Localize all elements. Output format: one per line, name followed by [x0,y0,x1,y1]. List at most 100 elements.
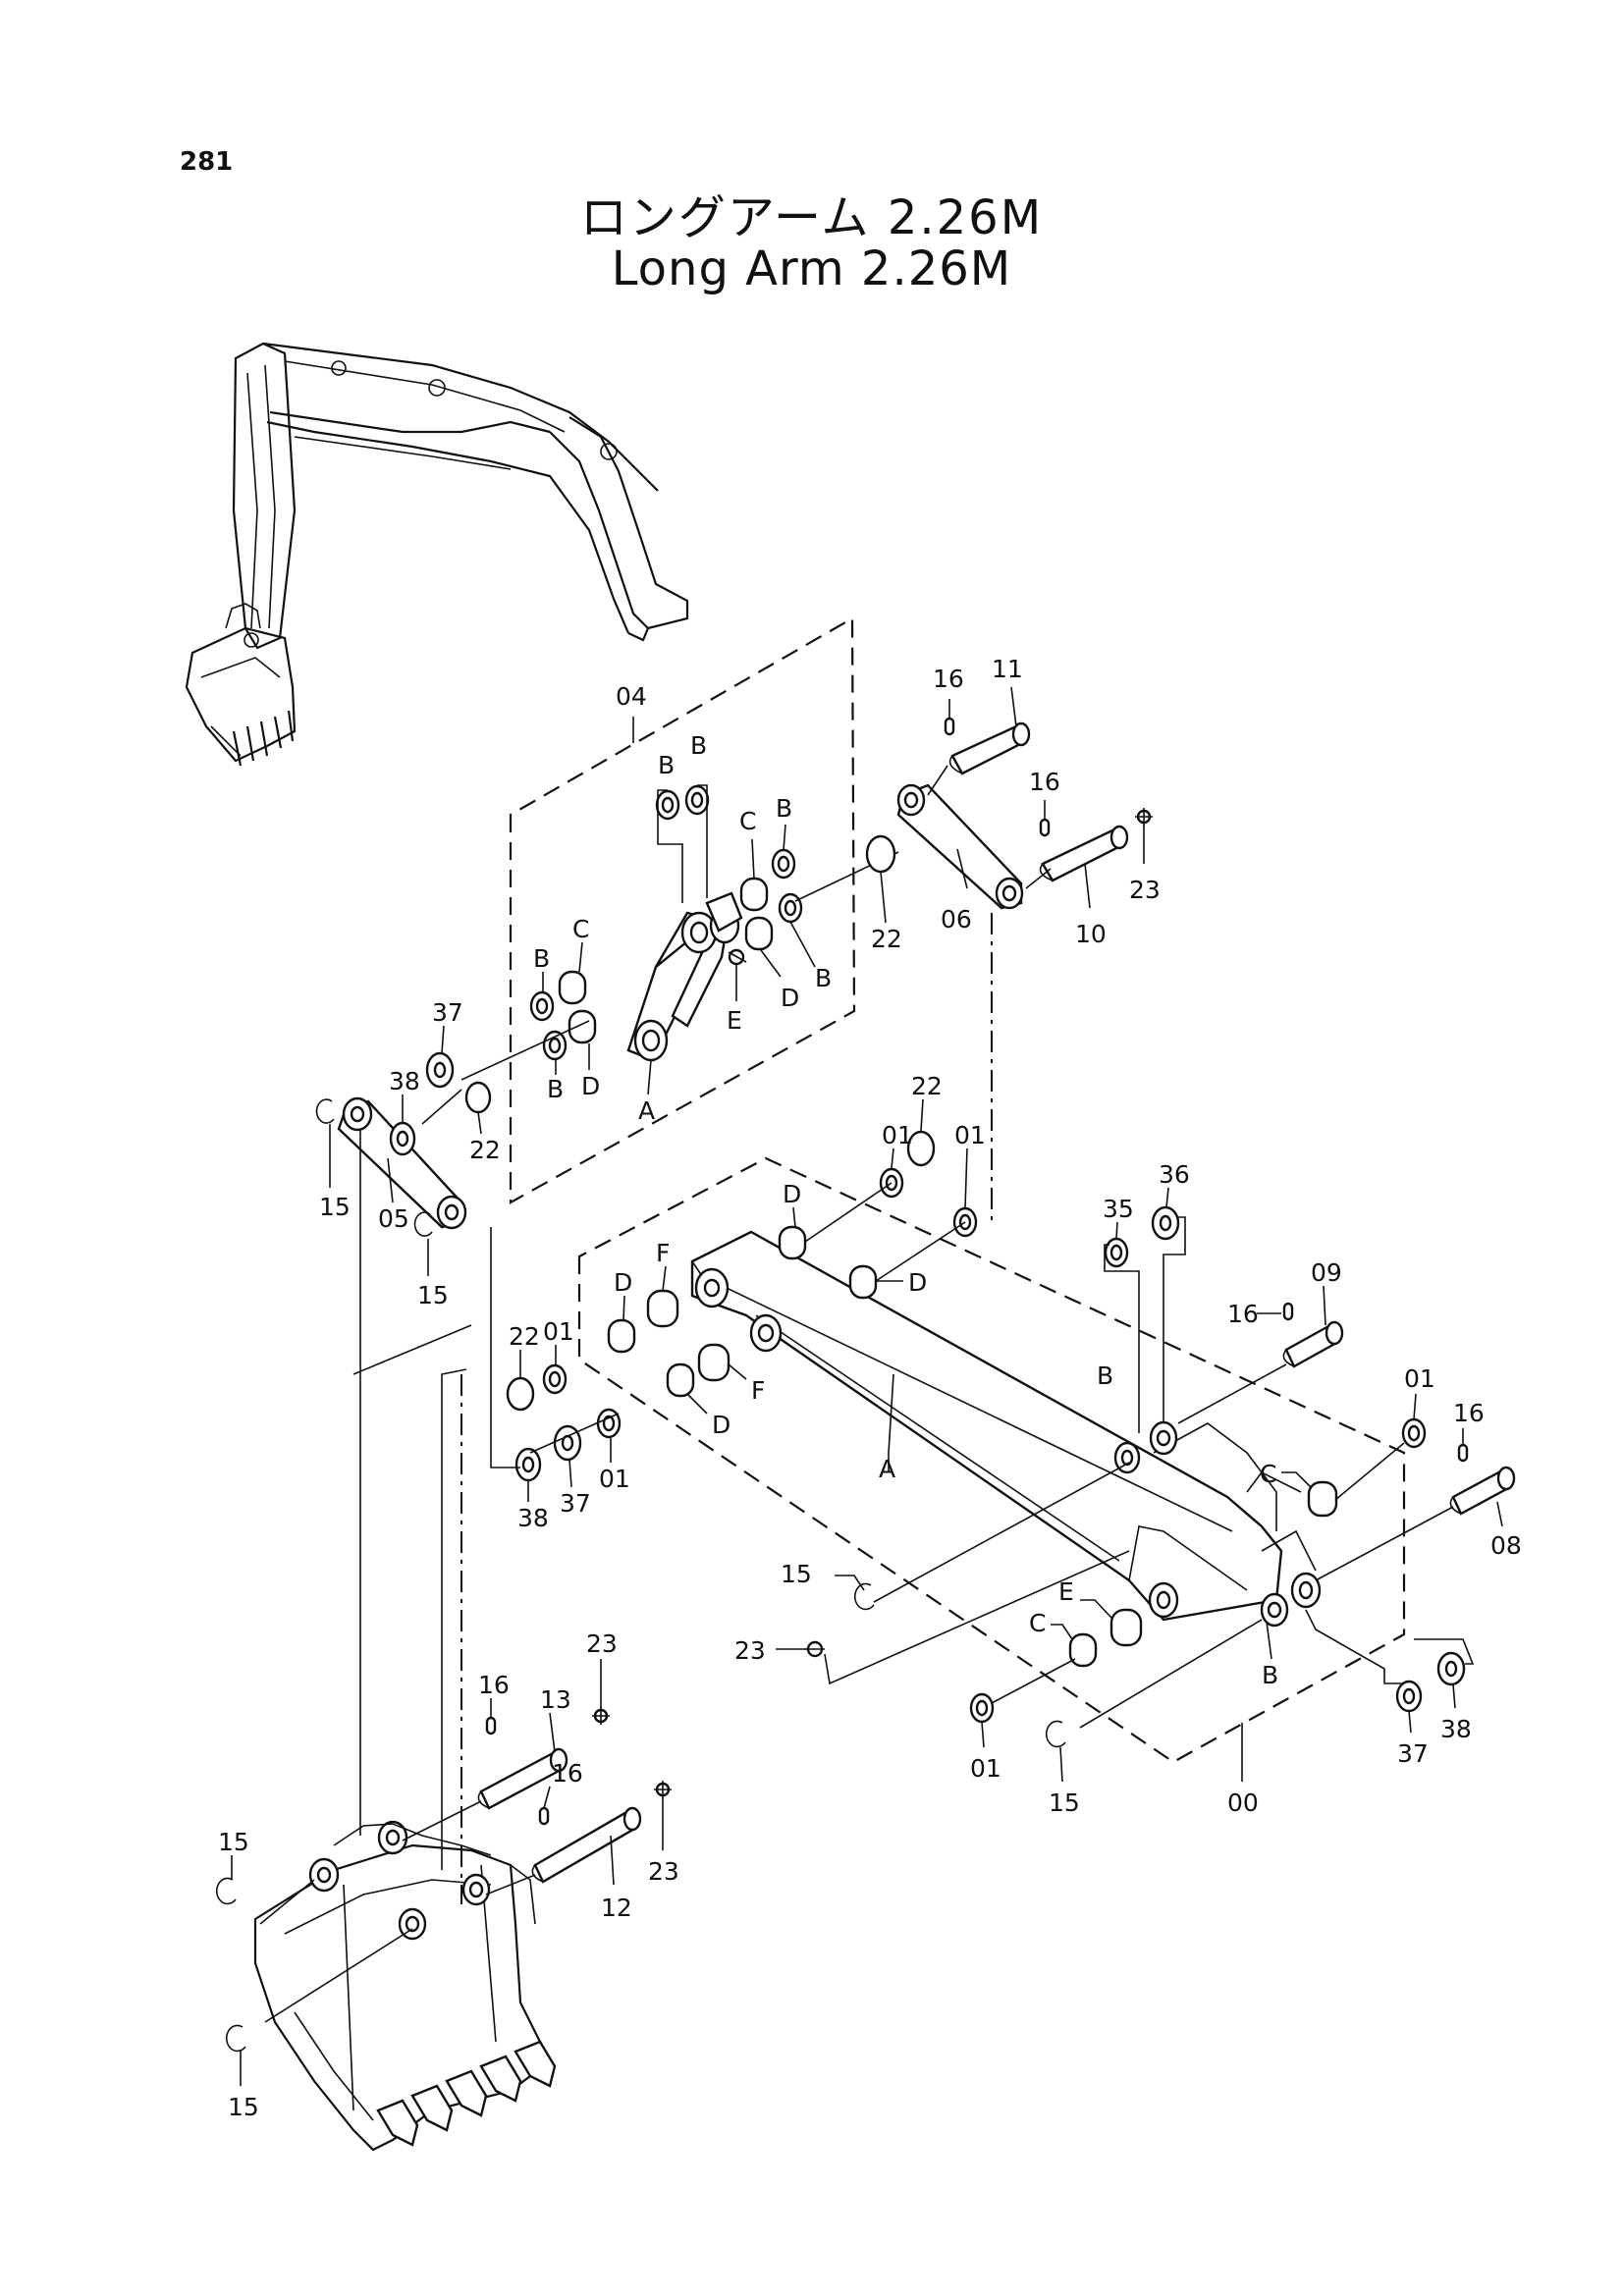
title-japanese: ロングアーム 2.26M [579,190,1044,245]
link-assembly-frame [509,616,856,1204]
callout-00: 00 [1227,1789,1259,1817]
callout-06: 06 [941,905,972,934]
callout-01-c: 01 [543,1317,574,1346]
link-04-assembly [460,784,899,1095]
callout-16-pin10: 16 [1029,768,1060,796]
callout-01-bottom: 01 [970,1754,1001,1783]
callout-e-1: E [727,1006,742,1035]
callout-d-2: D [581,1072,600,1100]
callout-01-a: 01 [882,1121,913,1149]
pin-13 [402,1659,610,1842]
bushing-d-4 [666,1362,695,1398]
callout-d-4: D [908,1268,927,1297]
callout-38-mid: 38 [517,1504,549,1532]
callout-labels: 16 11 16 23 10 06 22 04 B B C B B D E C … [218,655,1522,2121]
callout-e-bottom: E [1058,1577,1074,1606]
pin-09 [1177,1285,1344,1424]
bushing-d-2 [848,1264,878,1300]
bushing-d-3 [607,1318,636,1354]
callout-15-b: 15 [417,1281,449,1309]
callout-f-2: F [751,1376,765,1405]
washer-22-left [464,1081,492,1114]
arm-assembly-frame [577,1156,1406,1764]
callout-c-right: C [1260,1460,1276,1488]
callout-d-1: D [781,984,799,1012]
callout-35: 35 [1103,1195,1134,1223]
bushing-c-bottom [1068,1632,1098,1668]
callout-15-bucket-b: 15 [228,2093,259,2121]
callout-a-arm: A [879,1455,895,1483]
callout-16-pin08: 16 [1453,1399,1485,1427]
bucket-illustration [253,1820,557,2152]
callout-04: 04 [616,682,647,711]
callout-15-d: 15 [1049,1789,1080,1817]
snap-ring-15-b [413,1211,433,1237]
callout-05: 05 [378,1204,409,1233]
callout-16-pin13: 16 [478,1671,510,1699]
callout-38-right: 38 [1440,1715,1472,1743]
washer-22-center [906,1130,936,1167]
callout-37-mid: 37 [560,1489,591,1518]
bushing-f-1 [646,1289,679,1328]
callout-37-top: 37 [432,998,463,1027]
callout-15-bucket-a: 15 [218,1828,249,1856]
callout-22-left: 22 [469,1136,501,1164]
callout-36: 36 [1159,1160,1190,1189]
callout-23-pin12: 23 [648,1857,679,1886]
bushing-d-1 [778,1225,807,1260]
callout-16-pin12: 16 [552,1759,583,1788]
callout-38-top: 38 [389,1067,420,1095]
callout-01-right: 01 [1404,1364,1435,1393]
callout-b-6: B [547,1075,564,1103]
callout-d-5: D [614,1268,632,1297]
callout-01-d: 01 [599,1465,630,1493]
callout-c-1: C [739,807,756,835]
callout-12: 12 [601,1894,632,1922]
arm-00-body [690,1230,1322,1628]
callout-13: 13 [540,1685,571,1714]
callout-f-1: F [656,1239,670,1267]
callout-22-mid: 22 [509,1322,540,1351]
callout-b-3: B [776,794,792,823]
pin-10 [1025,800,1153,909]
callout-23-pin10: 23 [1129,876,1161,904]
bushing-f-2 [697,1343,730,1382]
callout-15-c: 15 [781,1560,812,1588]
callout-09: 09 [1311,1258,1342,1287]
callout-d-3: D [783,1180,801,1208]
callout-10: 10 [1075,920,1107,948]
callout-22-center: 22 [911,1072,943,1100]
callout-c-2: C [572,915,589,943]
callout-01-b: 01 [954,1121,986,1149]
callout-c-bottom: C [1029,1609,1046,1637]
page-number: 281 [180,147,234,177]
callout-16-pin11: 16 [933,665,964,693]
callout-d-6: D [712,1411,730,1439]
snap-ring-15-a [315,1098,335,1124]
snap-ring-15-bucket-b [225,2024,246,2053]
callout-23-arm: 23 [734,1636,766,1665]
callout-b-2: B [690,731,707,760]
callout-37-right: 37 [1397,1739,1429,1768]
callout-22-top: 22 [871,925,902,953]
pin-08 [1315,1428,1516,1581]
bushing-e-bottom [1109,1608,1143,1647]
snap-ring-15-d [1045,1720,1066,1748]
washer-22-mid [506,1376,535,1412]
snap-ring-15-bucket-a [215,1877,237,1905]
snap-ring-15-c [853,1582,875,1611]
callout-b-bottom: B [1262,1661,1278,1689]
pin-11 [927,686,1031,796]
washer-22-top [865,834,896,874]
bushing-c-right [1307,1480,1338,1518]
callout-b-1: B [658,751,675,779]
callout-15-a: 15 [319,1193,351,1221]
callout-b-5: B [533,944,550,973]
callout-08: 08 [1490,1531,1522,1560]
link-05 [337,1096,467,1230]
link-06 [896,783,1024,910]
callout-b-4: B [815,964,832,992]
callout-16-pin09: 16 [1227,1300,1259,1328]
